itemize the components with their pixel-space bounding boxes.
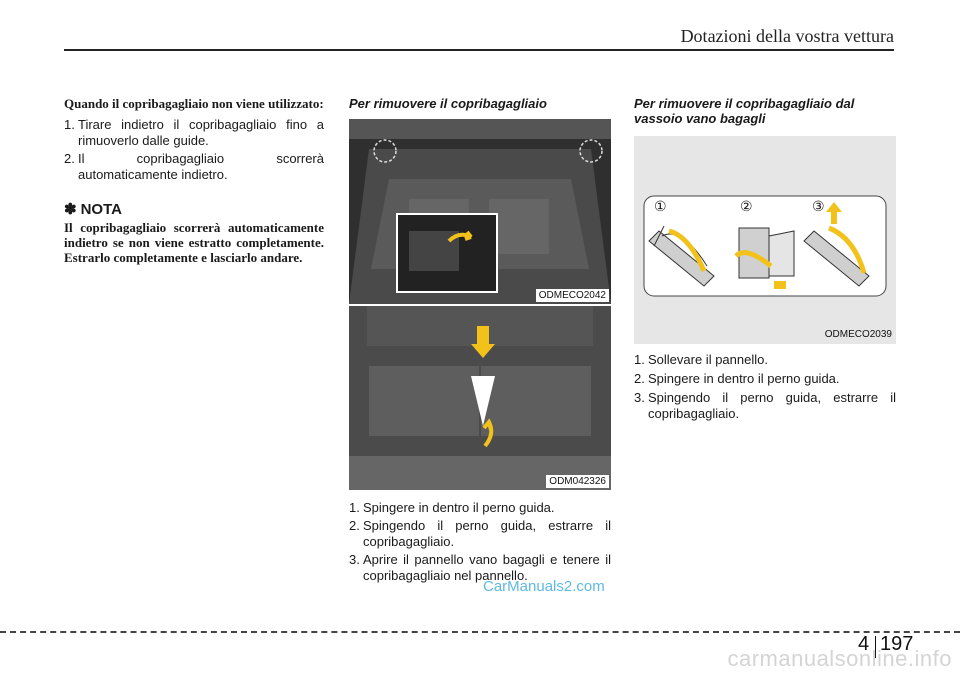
note-text: Il copribagagliaio scorrerà automaticame… bbox=[64, 220, 324, 265]
trunk-photo-top: ODMECO2042 bbox=[349, 119, 611, 304]
section-number: 4 bbox=[858, 633, 870, 655]
page-number: 197 bbox=[880, 633, 914, 655]
list-item: 1.Spingere in dentro il perno guida. bbox=[349, 500, 555, 515]
column-2-steps: 1.Spingere in dentro il perno guida. 2.S… bbox=[349, 500, 611, 584]
list-item: 2.Spingere in dentro il perno guida. bbox=[634, 371, 840, 386]
note-title: NOTA bbox=[80, 200, 122, 218]
header-title: Dotazioni della vostra vettura bbox=[680, 26, 894, 46]
page-divider bbox=[875, 636, 876, 658]
trunk-photo-top-illustration bbox=[349, 119, 611, 304]
column-3: Per rimuovere il copribagagliaio dal vas… bbox=[634, 96, 896, 425]
image-code: ODMECO2042 bbox=[535, 289, 609, 302]
footer-rule bbox=[0, 631, 960, 633]
column-1: Quando il copribagagliaio non viene util… bbox=[64, 96, 324, 265]
cover-removal-diagram: ① ② ③ ODMECO2039 bbox=[634, 136, 896, 344]
list-item: 1.Sollevare il pannello. bbox=[634, 352, 768, 367]
footer-brand-link[interactable]: carmanualsonline.info bbox=[727, 646, 952, 671]
note-heading: ✽ NOTA bbox=[64, 200, 324, 219]
callout-1: ① bbox=[654, 198, 667, 214]
column-3-title: Per rimuovere il copribagagliaio dal vas… bbox=[634, 96, 855, 126]
list-item: 2.Il copribagagliaio scorrerà automatica… bbox=[64, 151, 324, 182]
list-item: 3.Spingendo il perno guida, estrarre il … bbox=[634, 390, 896, 421]
column-2-title: Per rimuovere il copribagagliaio bbox=[349, 96, 547, 111]
cover-removal-diagram-illustration bbox=[643, 195, 887, 297]
column-1-heading: Quando il copribagagliaio non viene util… bbox=[64, 96, 324, 111]
callout-3: ③ bbox=[812, 198, 825, 214]
list-item: 2.Spingendo il perno guida, estrarre il … bbox=[349, 518, 611, 549]
trunk-photo-bottom: ODM042326 bbox=[349, 306, 611, 490]
trunk-photo-bottom-illustration bbox=[349, 306, 611, 490]
column-3-steps: 1.Sollevare il pannello. 2.Spingere in d… bbox=[634, 352, 896, 422]
watermark-link[interactable]: CarManuals2.com bbox=[483, 578, 605, 595]
image-code: ODM042326 bbox=[546, 475, 609, 488]
column-2: Per rimuovere il copribagagliaio ODMECO2… bbox=[349, 96, 611, 586]
list-item: 1.Tirare indietro il copribagagliaio fin… bbox=[64, 117, 324, 148]
image-code: ODMECO2039 bbox=[824, 329, 892, 340]
callout-2: ② bbox=[740, 198, 753, 214]
note-star-icon: ✽ bbox=[64, 201, 77, 218]
column-1-steps: 1.Tirare indietro il copribagagliaio fin… bbox=[64, 117, 324, 183]
list-item: 3.Aprire il pannello vano bagagli e tene… bbox=[349, 552, 611, 583]
header-rule bbox=[64, 49, 894, 51]
